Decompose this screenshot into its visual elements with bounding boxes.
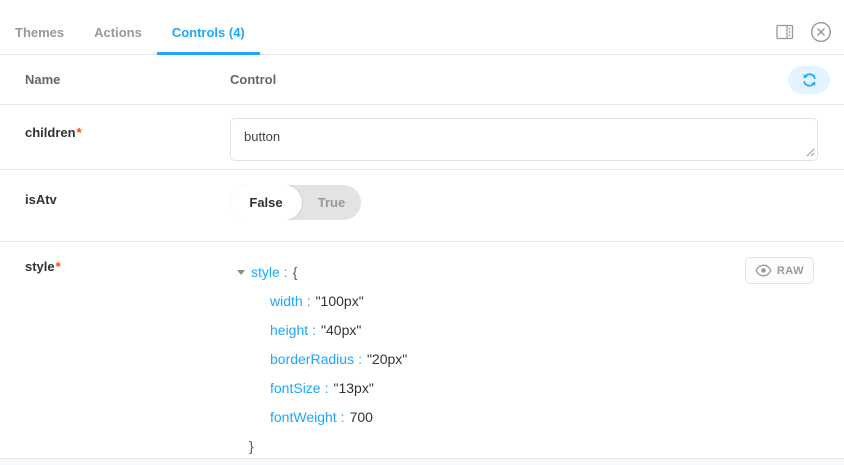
reset-controls-icon — [801, 72, 818, 88]
textarea-resize-handle[interactable] — [805, 147, 815, 157]
split-panel-icon[interactable] — [776, 24, 794, 40]
children-textarea[interactable]: button — [230, 118, 818, 161]
children-label: children* — [25, 125, 82, 140]
tab-list: Themes Actions Controls (4) — [0, 0, 260, 54]
json-entry-height: height:"40px" — [270, 322, 362, 338]
name-column-header: Name — [25, 72, 61, 87]
panel-tabbar: Themes Actions Controls (4) — [0, 0, 844, 55]
tab-controls[interactable]: Controls (4) — [157, 0, 260, 55]
control-column-header: Control — [230, 72, 277, 87]
collapse-arrow-icon[interactable] — [237, 269, 245, 275]
isatv-label: isAtv — [25, 192, 57, 207]
control-row-children: children* button — [0, 105, 844, 170]
json-value[interactable]: "100px" — [315, 293, 364, 309]
json-entry-fontsize: fontSize:"13px" — [270, 380, 374, 396]
tab-actions[interactable]: Actions — [79, 0, 157, 55]
raw-button-label: RAW — [776, 264, 804, 277]
json-value[interactable]: "40px" — [321, 322, 362, 338]
controls-table-header: Name Control — [0, 55, 844, 105]
close-circle-icon[interactable] — [810, 21, 832, 43]
panel-bottom-strip — [0, 459, 844, 465]
required-asterisk: * — [55, 259, 61, 274]
style-json-tree: style:{ width:"100px" height:"40px" bord… — [230, 258, 745, 461]
json-value[interactable]: "13px" — [333, 380, 374, 396]
raw-toggle-button[interactable]: RAW — [744, 257, 814, 284]
tab-themes[interactable]: Themes — [0, 0, 79, 55]
open-brace: { — [292, 264, 298, 280]
toggle-false-option[interactable]: False — [230, 185, 302, 220]
isatv-boolean-toggle: False True — [230, 185, 361, 220]
json-value[interactable]: 700 — [349, 409, 373, 425]
toggle-true-option[interactable]: True — [317, 195, 346, 210]
reset-controls-button[interactable] — [788, 65, 830, 94]
tabbar-actions — [776, 0, 844, 54]
style-label: style* — [25, 259, 61, 274]
control-row-style: style* style:{ width:"100px" height:"40p… — [0, 242, 844, 459]
control-row-isatv: isAtv False True — [0, 170, 844, 242]
json-entry-borderradius: borderRadius:"20px" — [270, 351, 408, 367]
json-root-line: style:{ — [230, 258, 745, 287]
json-value[interactable]: "20px" — [366, 351, 408, 367]
close-brace: } — [249, 438, 254, 454]
children-textarea-wrap: button — [230, 118, 818, 161]
eye-icon — [755, 264, 772, 277]
json-entry-width: width:"100px" — [270, 293, 364, 309]
required-asterisk: * — [76, 125, 82, 140]
json-entry-fontweight: fontWeight:700 — [270, 409, 373, 425]
json-root-key: style — [251, 264, 280, 280]
